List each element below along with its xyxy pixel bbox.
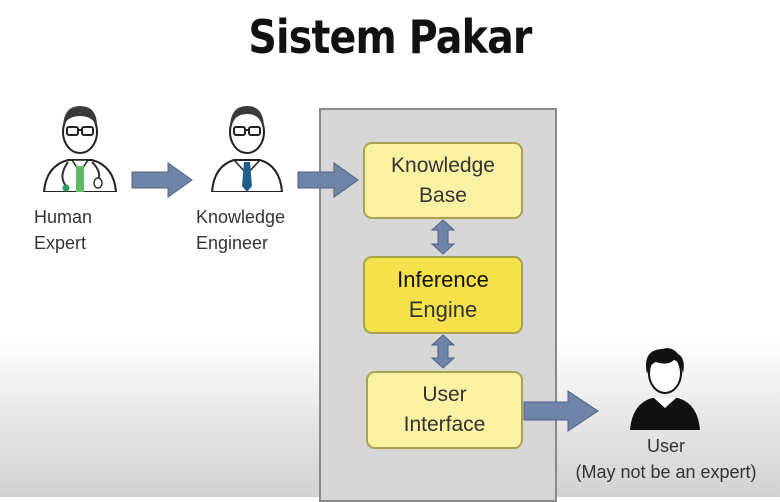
arrow-expert-to-engineer xyxy=(131,162,193,198)
human-expert-label: Human Expert xyxy=(34,207,93,253)
knowledge-engineer-label: Knowledge Engineer xyxy=(196,207,286,253)
inference-engine-box: Inference Engine xyxy=(363,256,523,334)
arrow-inference-ui-bidirectional xyxy=(430,334,456,369)
knowledge-base-box: Knowledge Base xyxy=(363,142,523,219)
user-interface-box: User Interface xyxy=(366,371,523,449)
arrow-ui-to-user xyxy=(523,390,599,432)
user-label: User (May not be an expert) xyxy=(575,436,757,482)
engineer-icon xyxy=(210,106,284,192)
arrow-kb-inference-bidirectional xyxy=(430,219,456,255)
doctor-icon xyxy=(42,106,118,192)
page-title: Sistem Pakar xyxy=(248,10,532,64)
user-icon xyxy=(630,348,700,430)
arrow-engineer-to-knowledge-base xyxy=(297,162,359,198)
